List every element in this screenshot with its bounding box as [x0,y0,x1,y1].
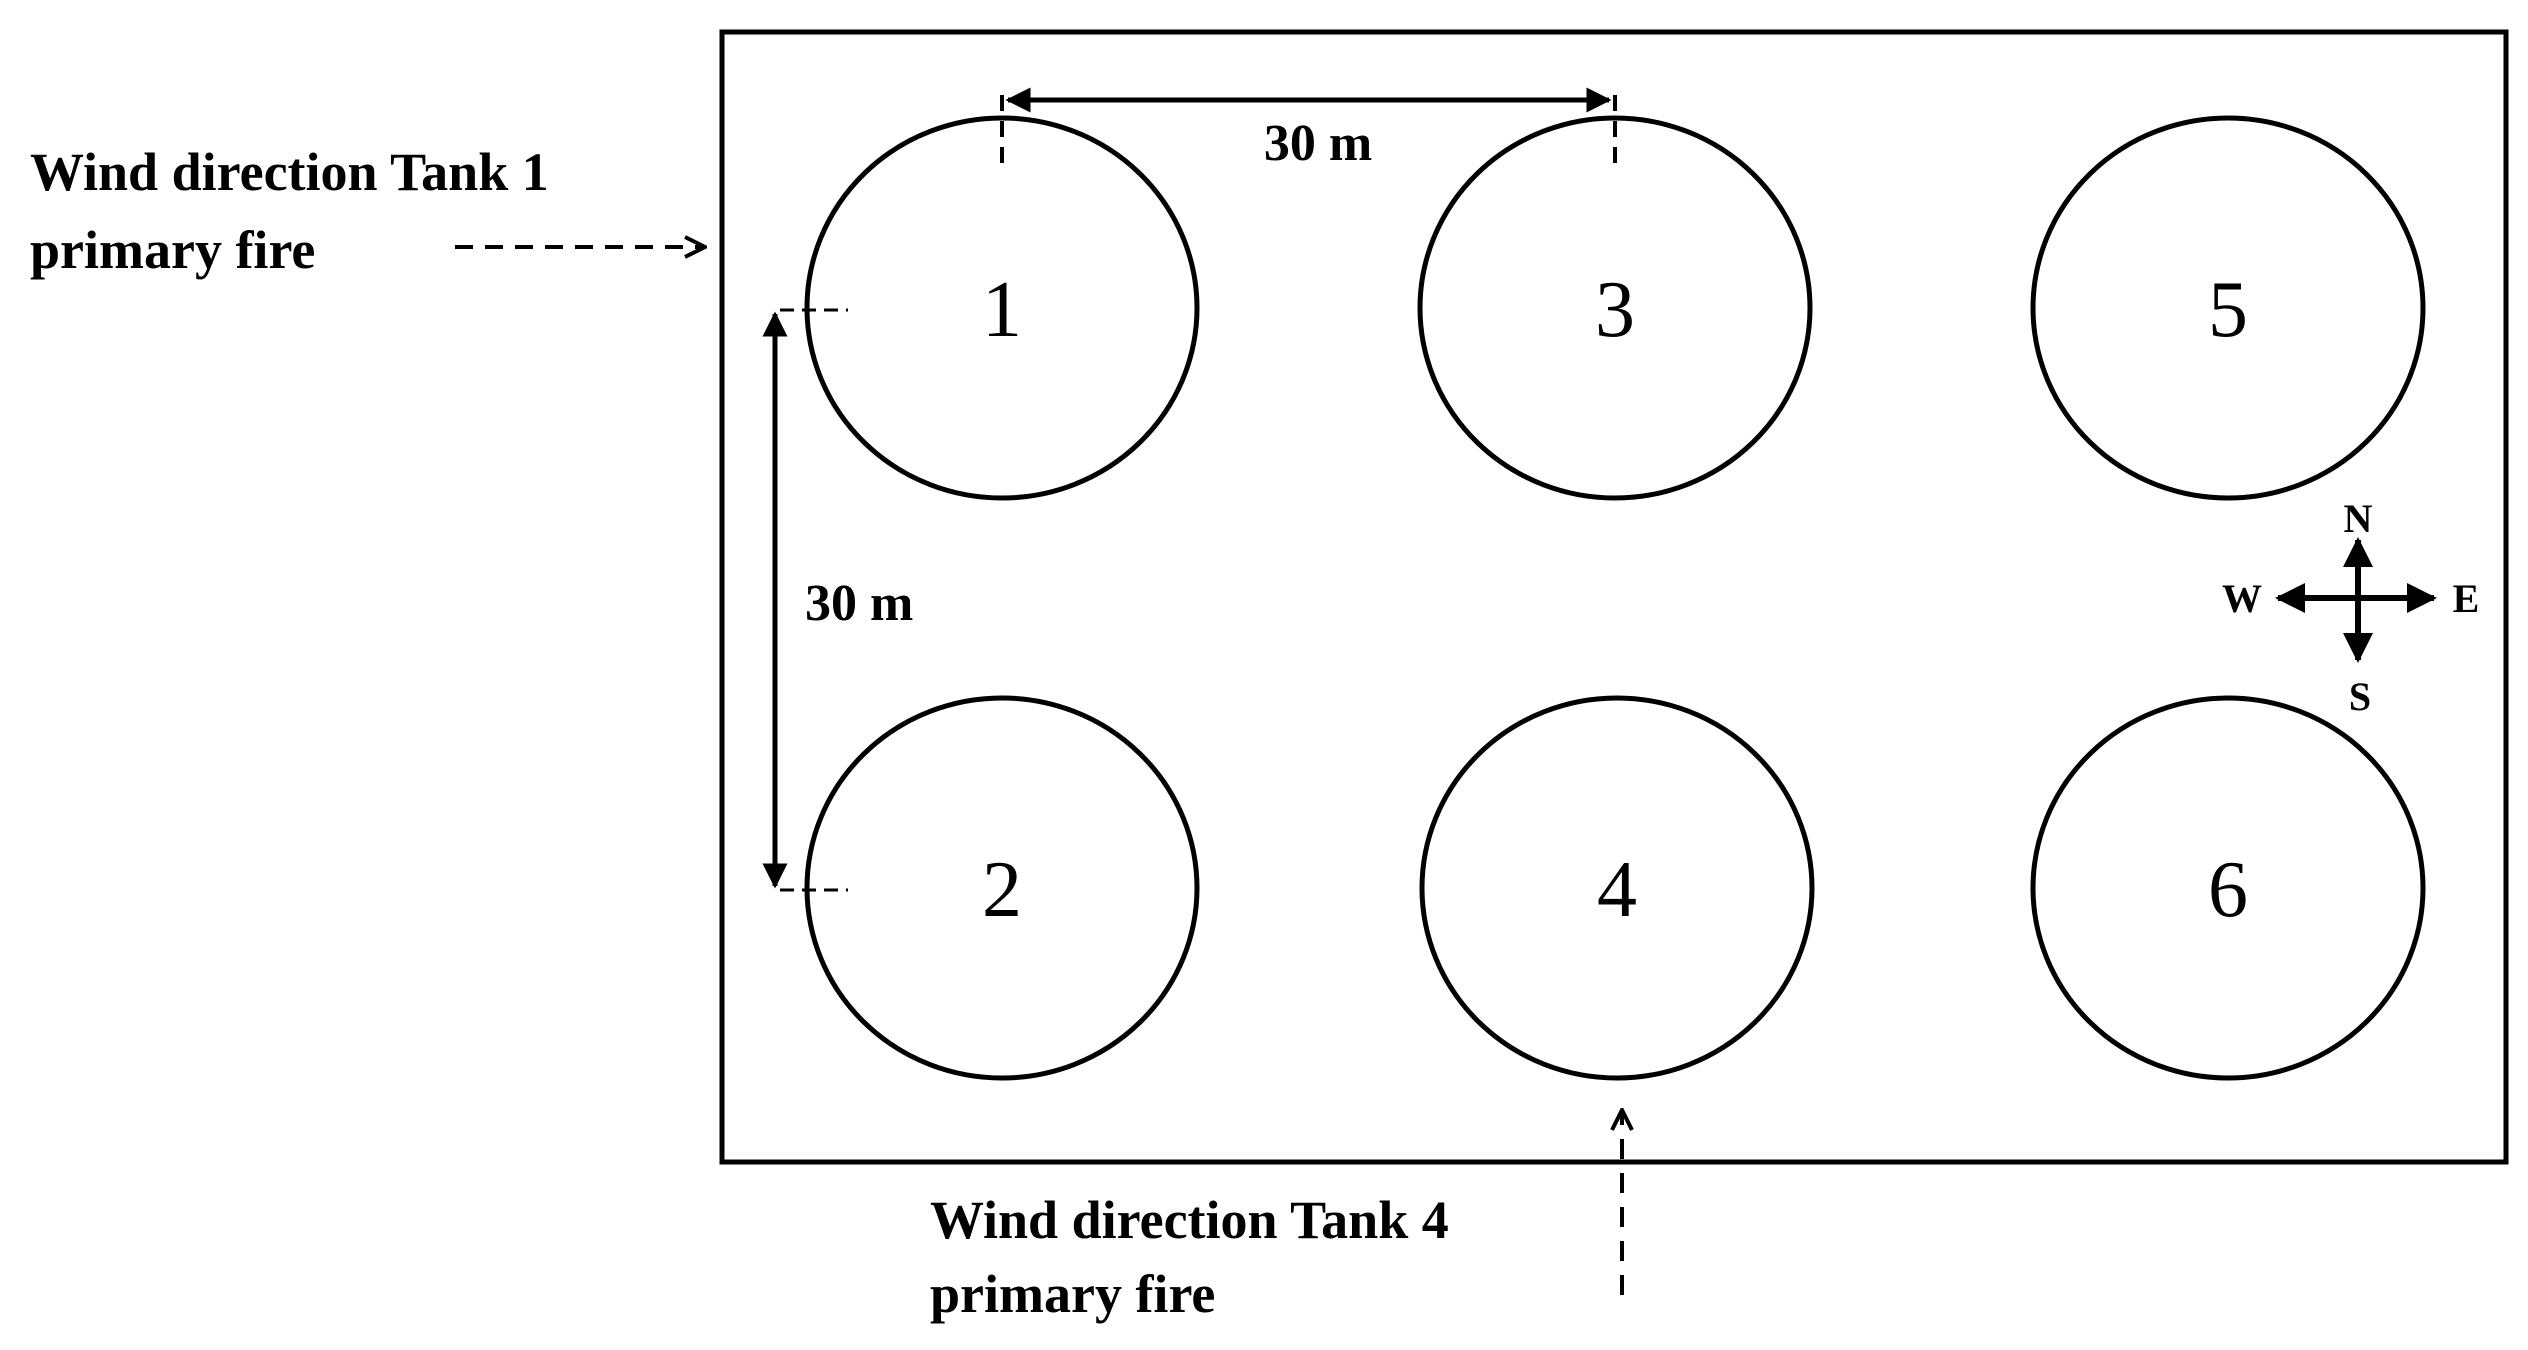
tank-4-circle [1419,695,1815,1081]
wind-tank1-label-line1: Wind direction Tank 1 [30,142,549,202]
compass-rose-icon: N S W E [2222,496,2479,719]
wind-tank1: Wind direction Tank 1 primary fire [30,142,705,280]
tank-3-label: 3 [1595,266,1635,354]
compass-south-label: S [2349,674,2371,719]
tank-1: 1 [804,115,1200,501]
wind-tank4-label-line2: primary fire [930,1264,1215,1324]
horizontal-dimension: 30 m [1000,87,1617,172]
wind-tank4-label-line1: Wind direction Tank 4 [930,1190,1449,1250]
compass-east-label: E [2453,576,2480,621]
tank-3: 3 [1417,115,1813,501]
tank-5: 5 [2030,115,2426,501]
tank-4: 4 [1419,695,1815,1081]
tank-6: 6 [2030,695,2426,1081]
vertical-dimension: 30 m [762,308,913,892]
tank-5-circle [2030,115,2426,501]
tank-5-label: 5 [2208,266,2248,354]
compass-north-label: N [2344,496,2373,541]
compass-west-label: W [2222,576,2262,621]
horizontal-dimension-label: 30 m [1264,115,1372,172]
tank-2-circle [804,695,1200,1081]
tank-4-label: 4 [1597,846,1637,934]
tank-6-label: 6 [2208,846,2248,934]
wind-tank1-label-line2: primary fire [30,220,315,280]
tank-3-circle [1417,115,1813,501]
wind-tank4: Wind direction Tank 4 primary fire [930,1110,1622,1324]
tank-6-circle [2030,695,2426,1081]
tank-2-label: 2 [982,846,1022,934]
site-boundary [719,29,2509,1165]
tank-1-label: 1 [982,266,1022,354]
vertical-dimension-label: 30 m [805,575,913,632]
tank-2: 2 [804,695,1200,1081]
tank-1-circle [804,115,1200,501]
